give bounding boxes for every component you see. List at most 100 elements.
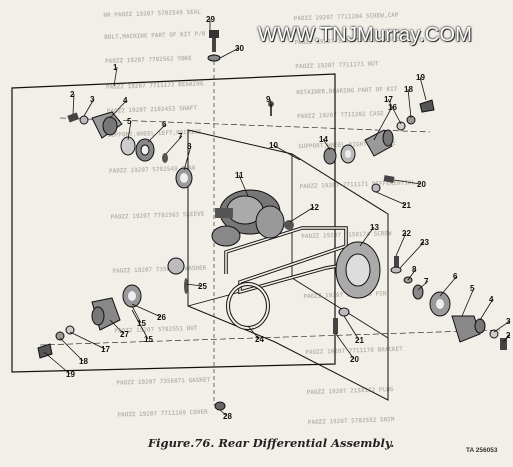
- callout-2: 2: [70, 90, 75, 99]
- callout-5: 5: [127, 117, 132, 126]
- callout-20: 20: [417, 180, 426, 189]
- callout-18: 18: [404, 85, 413, 94]
- callout-6: 6: [453, 272, 458, 281]
- callout-15: 15: [144, 335, 153, 344]
- callout-20: 20: [350, 355, 359, 364]
- print-through-line: PAOZZ 19207 7711202 CASE: [297, 110, 384, 120]
- print-through-line: PAOZZ 19207 7356071 WASHER: [112, 265, 206, 275]
- leader-line: [335, 333, 355, 360]
- callout-29: 29: [206, 15, 215, 24]
- leader-lines: [43, 19, 511, 417]
- callout-4: 4: [489, 295, 494, 304]
- right-mid-bolts: [371, 175, 395, 193]
- print-through-line: NR PAOZZ 19207 5702549 SEAL: [103, 9, 201, 19]
- left-lower-parts: [37, 257, 188, 359]
- figure-reference: TA 256053: [466, 447, 498, 454]
- leader-line: [109, 319, 125, 335]
- print-through-line: PAOZZ 19207 2158173 PIN: [303, 290, 387, 300]
- callout-15: 15: [137, 319, 146, 328]
- print-through-line: PAOZZ 19207 7711172 BEARING: [106, 81, 204, 91]
- callout-2: 2: [506, 331, 511, 340]
- leader-line: [407, 268, 417, 281]
- print-through-line: PAOZZ 19207 2158172 PLUG: [307, 386, 394, 396]
- callout-16: 16: [388, 103, 397, 112]
- print-through-line: PAOZZ 19207 7702563 SLEEVE: [110, 211, 204, 221]
- print-through-line: PAOZZ 19207 2102453 SHAFT: [107, 105, 198, 115]
- callout-1: 1: [113, 63, 118, 72]
- callout-25: 25: [198, 282, 207, 291]
- right-lower-parts: [390, 256, 507, 350]
- print-through-line: PAOZZ 19207 7711169 COVER: [117, 409, 208, 419]
- left-upper-parts: [67, 111, 193, 189]
- leader-line: [59, 337, 84, 362]
- leader-line: [272, 144, 301, 161]
- callout-23: 23: [420, 238, 429, 247]
- print-through-line: PAOZZ 19207 5702549 GEAR: [109, 165, 196, 175]
- callout-19: 19: [416, 73, 425, 82]
- washer-30-icon: [207, 54, 221, 62]
- callout-26: 26: [157, 313, 166, 322]
- callout-13: 13: [370, 223, 379, 232]
- leader-line: [289, 206, 315, 223]
- print-through-line: SUPPORT,WHEEL LEFT,MACHINE: [108, 129, 202, 139]
- leader-line: [183, 145, 192, 171]
- print-through-line: PAOZZ 19207 5702551 NUT: [114, 325, 198, 335]
- print-through-line: PAOZZ 19207 7711173 NUT: [295, 60, 379, 70]
- callout-3: 3: [90, 95, 95, 104]
- leader-line: [479, 298, 494, 321]
- callout-17: 17: [101, 345, 110, 354]
- differential-carrier-icon: [211, 189, 294, 247]
- callout-9: 9: [266, 95, 271, 104]
- print-through-line: PAOZZ 19207 7711171 DIFFERENTIAL: [299, 179, 415, 190]
- print-through-line: BOLT,MACHINE PART OF KIT P/N: [104, 30, 206, 41]
- callout-8: 8: [187, 142, 192, 151]
- callout-18: 18: [79, 357, 88, 366]
- leader-line: [131, 303, 162, 318]
- print-through-line: RETAINER,BEARING PART OF KIT: [296, 86, 398, 97]
- print-through-line: PAOZZ 19207 7702562 YOKE: [105, 55, 192, 65]
- leader-line: [343, 315, 360, 341]
- leader-line: [359, 226, 375, 247]
- leader-line: [269, 98, 272, 105]
- leader-line: [131, 305, 142, 324]
- leader-line: [219, 47, 240, 59]
- print-through-line: PAOZZ 19207 7711170 BRACKET: [305, 346, 403, 356]
- leader-line: [395, 232, 407, 257]
- leader-line: [399, 241, 425, 269]
- callout-6: 6: [162, 120, 167, 129]
- assembly-frame: [11, 73, 336, 373]
- leader-line: [439, 275, 458, 297]
- leader-line: [238, 174, 249, 197]
- print-through-line: PAOZZ 19207 7356071 GASKET: [116, 376, 210, 386]
- print-through-line: PAOZZ 19207 5702552 SHIM: [308, 416, 395, 426]
- leader-line: [43, 351, 71, 375]
- bolt-29-icon: [209, 30, 219, 38]
- callout-27: 27: [120, 330, 129, 339]
- leader-line: [185, 283, 203, 287]
- callout-21: 21: [402, 201, 411, 210]
- callout-14: 14: [319, 135, 328, 144]
- leader-line: [419, 76, 427, 101]
- callout-10: 10: [269, 141, 278, 150]
- callout-28: 28: [223, 412, 232, 421]
- leader-line: [165, 135, 183, 155]
- callout-17: 17: [384, 95, 393, 104]
- leader-line: [375, 191, 407, 206]
- callout-4: 4: [123, 96, 128, 105]
- leader-line: [373, 106, 393, 141]
- leader-line: [461, 287, 475, 317]
- leader-line: [113, 66, 118, 87]
- leader-line: [72, 93, 75, 115]
- leader-line: [407, 88, 412, 119]
- leader-line: [219, 409, 228, 417]
- leader-line: [109, 99, 128, 119]
- callout-5: 5: [470, 284, 475, 293]
- leader-line: [322, 138, 331, 151]
- leader-line: [69, 331, 106, 350]
- leader-line: [247, 325, 260, 340]
- callout-24: 24: [255, 335, 264, 344]
- figure-caption: Figure.76. Rear Differential Assembly.: [148, 436, 395, 450]
